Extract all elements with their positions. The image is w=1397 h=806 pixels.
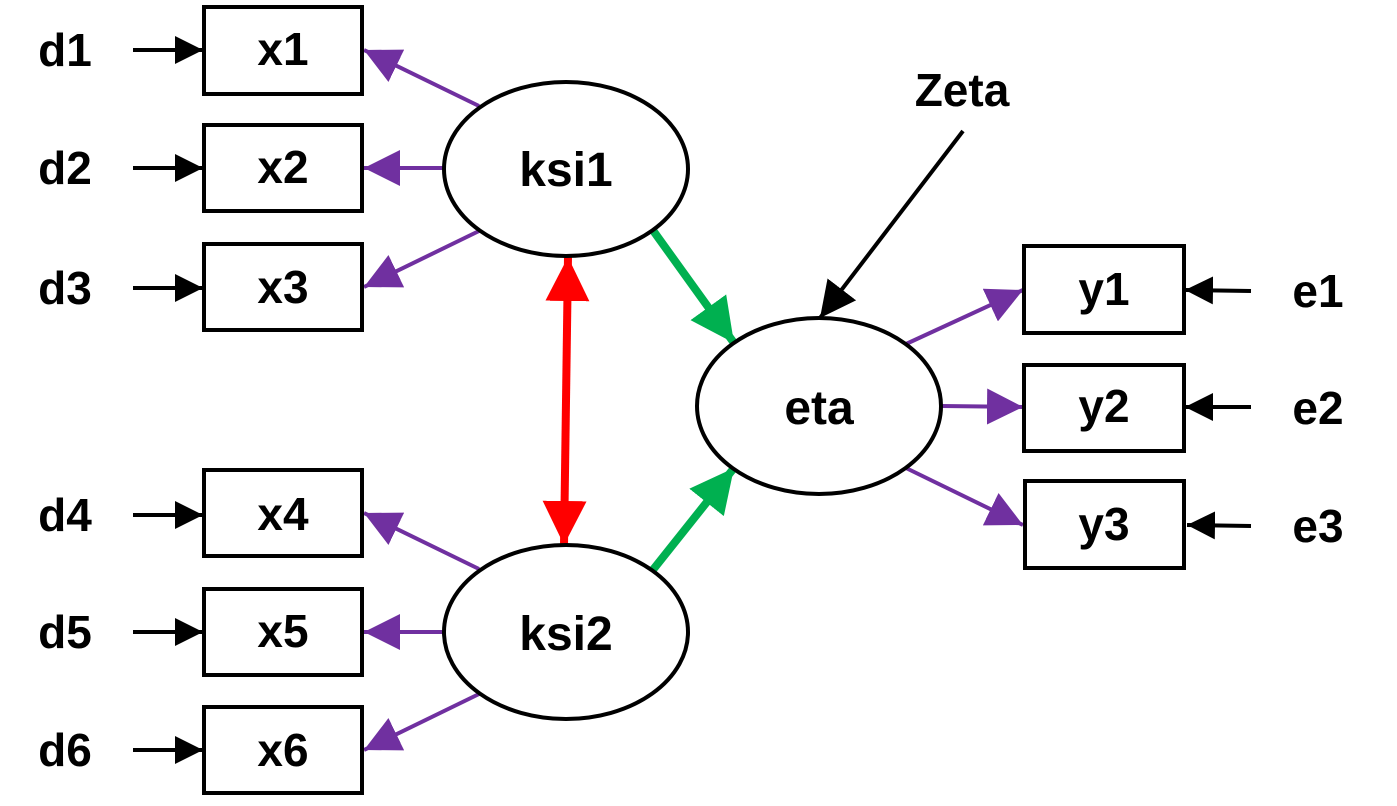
node-y1-label: y1 [1078, 263, 1129, 315]
node-x5-label: x5 [257, 605, 308, 657]
error-label-e3: e3 [1292, 500, 1343, 552]
node-x4-label: x4 [257, 488, 309, 540]
node-x5: x5 [202, 587, 364, 677]
error-label-d2: d2 [38, 142, 92, 194]
edge-ksi1-eta [648, 226, 738, 346]
node-y3-label: y3 [1078, 498, 1129, 550]
node-y1: y1 [1022, 244, 1186, 335]
node-ksi2: ksi2 [442, 543, 690, 721]
node-x6: x6 [202, 705, 364, 795]
edge-ksi1-x3 [363, 229, 480, 289]
node-x4: x4 [202, 468, 364, 558]
edge-ksi2-eta [648, 465, 738, 574]
edge-ksi2-x6 [363, 692, 480, 752]
node-x3-label: x3 [257, 261, 308, 313]
node-x1: x1 [202, 5, 364, 96]
error-label-d5: d5 [38, 606, 92, 658]
node-ksi1-label: ksi1 [519, 144, 612, 197]
edge-ksi1-x1 [363, 48, 480, 108]
error-label-d4: d4 [38, 489, 92, 541]
edge-e3-y3 [1186, 511, 1252, 540]
node-y2: y2 [1022, 363, 1186, 453]
node-y2-label: y2 [1078, 380, 1129, 432]
edge-e1-y1 [1184, 276, 1252, 305]
error-label-d6: d6 [38, 724, 92, 776]
node-eta: eta [695, 316, 943, 496]
error-label-d3: d3 [38, 262, 92, 314]
edge-ksi1-ksi2-covariance [542, 256, 590, 546]
node-ksi1: ksi1 [442, 80, 690, 258]
error-label-d1: d1 [38, 24, 92, 76]
node-x6-label: x6 [257, 724, 308, 776]
error-label-e2: e2 [1292, 382, 1343, 434]
edge-ksi2-x4 [363, 511, 480, 571]
node-x2-label: x2 [257, 141, 308, 193]
node-y3: y3 [1023, 479, 1186, 570]
error-label-zeta: Zeta [915, 64, 1010, 116]
node-x1-label: x1 [257, 23, 308, 75]
node-x2: x2 [202, 123, 364, 213]
node-x3: x3 [202, 242, 364, 332]
error-label-e1: e1 [1292, 265, 1343, 317]
edge-eta-y3 [905, 466, 1024, 527]
edge-eta-y1 [905, 288, 1024, 346]
edge-eta-y2 [941, 388, 1024, 425]
node-eta-label: eta [784, 382, 854, 435]
edge-zeta-eta [818, 129, 965, 320]
node-ksi2-label: ksi2 [519, 608, 612, 661]
